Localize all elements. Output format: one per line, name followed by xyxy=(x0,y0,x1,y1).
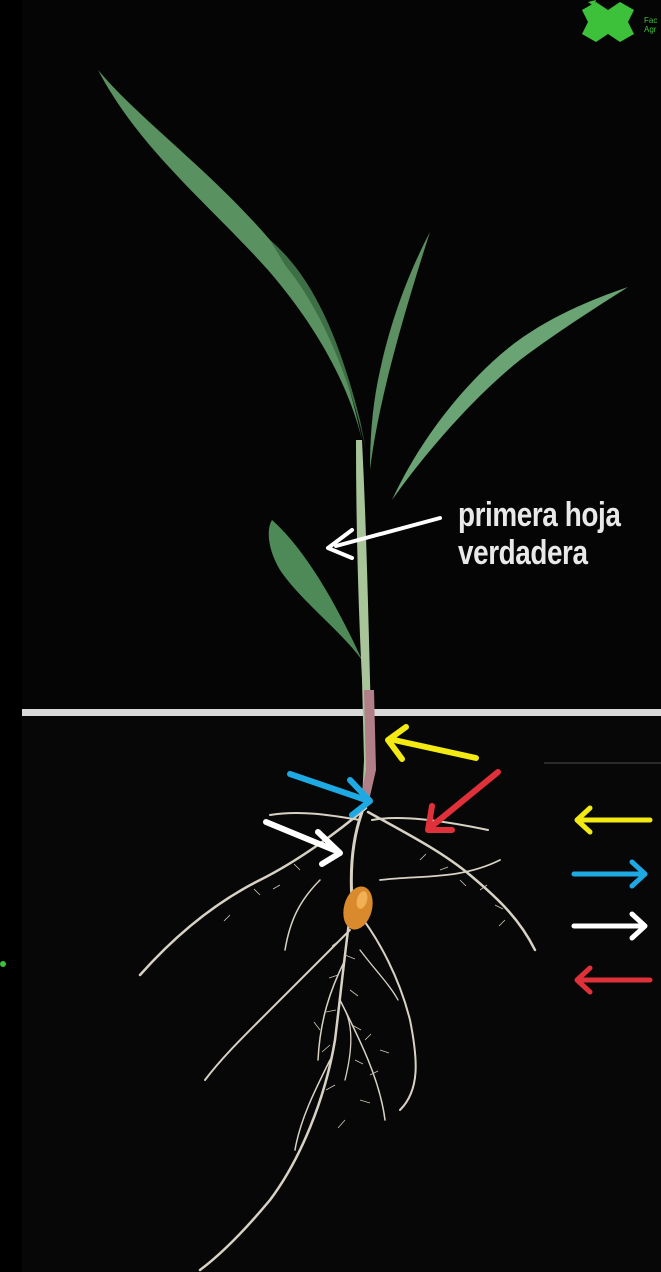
legend-panel-divider xyxy=(544,762,661,764)
logo-text: Fac Agr xyxy=(644,16,657,34)
soil-surface-line xyxy=(22,709,661,716)
left-border xyxy=(0,0,22,1272)
logo-text-line-2: Agr xyxy=(644,25,657,34)
first-true-leaf-label: primera hoja verdadera xyxy=(458,496,620,572)
logo-text-line-1: Fac xyxy=(644,16,657,25)
edge-dot xyxy=(0,961,6,967)
label-line-1: primera hoja xyxy=(458,496,620,534)
label-line-2: verdadera xyxy=(458,534,620,572)
